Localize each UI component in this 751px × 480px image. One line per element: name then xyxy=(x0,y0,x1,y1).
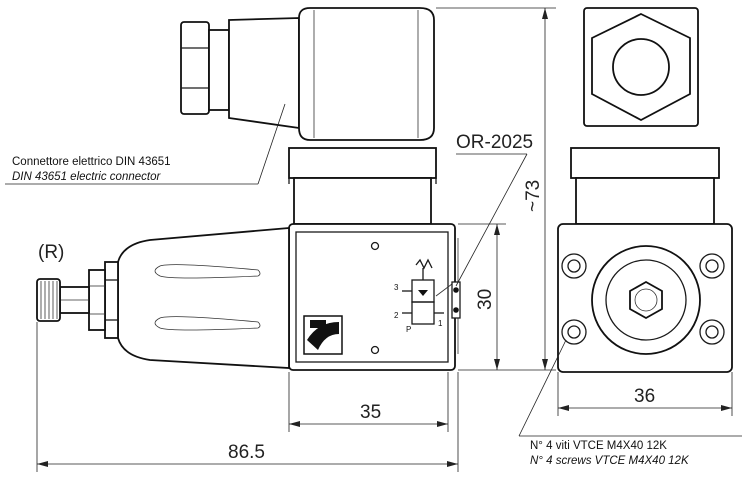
dim-30-text: 30 xyxy=(475,289,496,310)
dim-36-text: 36 xyxy=(634,386,655,407)
adjust-label: (R) xyxy=(38,242,64,263)
side-connector xyxy=(583,7,699,127)
tube-nut xyxy=(88,261,119,339)
side-body xyxy=(557,223,733,373)
oring-seal xyxy=(451,281,461,319)
dim-86-5-text: 86.5 xyxy=(228,442,265,463)
hydraulic-symbol: 3 2 P 1 xyxy=(394,258,453,334)
port-2-label: 2 xyxy=(394,311,399,320)
port-p-label: P xyxy=(406,325,411,334)
connector-leader: Connettore elettrico DIN 43651 DIN 43651… xyxy=(5,103,286,185)
oring-label: OR-2025 xyxy=(456,132,533,153)
port-1-label: 1 xyxy=(438,319,443,328)
tube-assembly xyxy=(117,227,290,369)
dimension-total-height: ~73 xyxy=(436,7,556,371)
connector-label-it: Connettore elettrico DIN 43651 xyxy=(12,156,171,168)
oring-leader: OR-2025 xyxy=(455,132,533,287)
connector-hex-nut xyxy=(180,21,230,115)
manufacturer-logo xyxy=(303,315,343,355)
dimension-body-width: 35 xyxy=(288,372,449,432)
screws-label-en: N° 4 screws VTCE M4X40 12K xyxy=(530,455,690,467)
dim-35-text: 35 xyxy=(360,402,381,423)
dimension-body-height: 30 xyxy=(458,223,506,371)
screws-leader: N° 4 viti VTCE M4X40 12K N° 4 screws VTC… xyxy=(518,339,742,467)
coil-collar xyxy=(288,147,437,225)
override-knob xyxy=(36,278,90,322)
connector-label-en: DIN 43651 electric connector xyxy=(12,171,161,183)
port-3-label: 3 xyxy=(394,283,399,292)
screws-label-it: N° 4 viti VTCE M4X40 12K xyxy=(530,440,667,452)
dimension-side-width: 36 xyxy=(557,372,733,416)
dimension-total-length: 86.5 xyxy=(36,322,459,472)
side-collar xyxy=(570,147,720,225)
connector-body xyxy=(228,7,435,141)
dim-73-text: ~73 xyxy=(523,180,544,212)
